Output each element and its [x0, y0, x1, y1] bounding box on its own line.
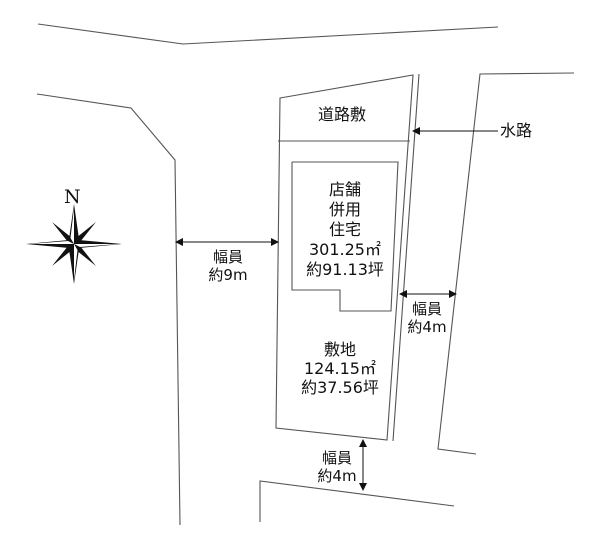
compass-north-label: N: [64, 186, 81, 208]
road-edge-south: [259, 480, 455, 522]
road-edge-north: [37, 23, 499, 45]
road-west-label: 幅員: [212, 248, 243, 266]
road-south-value: 約4m: [317, 467, 357, 485]
road-east-value: 約4m: [407, 318, 447, 336]
lot-label: 敷地 124.15㎡ 約37.56坪: [290, 340, 390, 397]
road-easement-label: 道路敷: [318, 105, 367, 124]
road-west-width: 幅員 約9m: [200, 248, 256, 284]
road-east-label: 幅員: [411, 300, 442, 318]
road-west-value: 約9m: [208, 266, 248, 284]
building-footprint: [291, 161, 399, 312]
lot-title: 敷地: [323, 340, 356, 359]
building-area-tsubo: 約91.13坪: [306, 260, 384, 279]
lot-area-sqm: 124.15㎡: [304, 359, 376, 378]
lot-area-tsubo: 約37.56坪: [301, 378, 379, 397]
road-south-width: 幅員 約4m: [312, 449, 362, 485]
compass-rose-icon: [26, 204, 122, 284]
waterway-label: 水路: [500, 121, 533, 140]
waterway-edge: [392, 73, 420, 442]
building-label: 店舗 併用 住宅 301.25㎡ 約91.13坪: [300, 180, 390, 280]
building-use-line1: 店舗: [328, 180, 361, 199]
road-east-width: 幅員 約4m: [402, 300, 452, 336]
road-edge-east: [437, 72, 575, 455]
road-south-label: 幅員: [321, 449, 352, 467]
lot-boundary: [275, 74, 414, 441]
building-use-line2: 併用: [328, 200, 361, 219]
building-use-line3: 住宅: [328, 220, 361, 239]
building-area-sqm: 301.25㎡: [309, 240, 381, 259]
road-edge-west-left: [36, 93, 181, 526]
